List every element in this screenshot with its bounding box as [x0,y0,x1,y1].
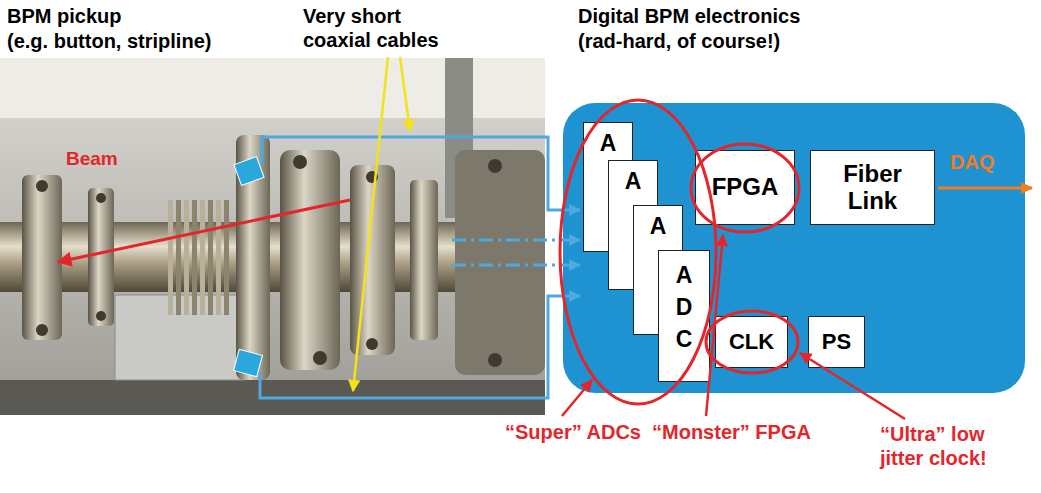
output-arrow [938,187,1032,190]
output-label: DAQ [950,150,994,174]
part-heading: BPM pickup [7,4,121,28]
bolt [488,159,502,173]
box-label: FPGA [712,174,779,200]
highlight-ellipse [706,311,798,373]
highlight-ellipse [560,100,716,404]
bolt [96,193,106,203]
box-label: Fiber Link [828,161,918,214]
bolt [36,324,48,336]
leader-line [706,235,723,416]
part-note: (e.g. button, stripline) [7,29,211,53]
bellows-ridge [192,200,197,315]
flange [410,180,438,340]
beam-label: Beam [66,148,118,171]
leader-line [562,380,592,416]
flange [280,150,340,370]
pickup-electrode [234,349,263,376]
bolt [313,351,327,365]
board-note: (rad-hard, of course!) [578,30,780,53]
callout-text: “Super” ADCs [505,420,641,444]
photo-background [0,58,545,415]
flange [455,150,545,375]
coax-cable [262,137,580,210]
bellows-ridge [200,200,205,315]
box-label: A [625,169,642,194]
bolt [293,155,307,169]
highlight-ellipse [691,144,799,232]
adc-box: A D C [658,250,710,382]
bolt [96,311,106,321]
coax-cable [260,296,580,398]
leader-line [400,57,410,131]
callout-text: Very short coaxial cables [303,4,463,52]
callout-text: “Monster” FPGA [652,420,811,444]
bolt [488,353,502,367]
bellows-ridge [216,200,221,315]
box-label: A [650,214,667,239]
bolt [36,180,48,192]
pickup-electrode [234,157,264,186]
bellows-ridge [184,200,189,315]
box-label: PS [822,330,851,354]
electronics-board: Digital BPM electronics(rad-hard, of cou… [563,103,1025,393]
fiber-link-box: Fiber Link [810,150,935,225]
flange [22,175,62,340]
leader-line [800,353,905,419]
power-supply-box: PS [808,316,865,368]
beam-arrow [58,200,350,262]
flange [88,188,114,326]
clock-box: CLK [715,316,788,368]
bellows-ridge [224,200,229,315]
bellows-ridge [168,200,173,315]
bellows-ridge [208,200,213,315]
box-label: A [600,131,617,156]
box-label: A D C [673,259,696,355]
bellows-ridge [176,200,181,315]
board-heading: Digital BPM electronics [578,5,800,28]
box-label: CLK [729,330,774,354]
leader-line [353,57,388,391]
callout-text: “Ultra” low jitter clock! [880,422,1015,470]
bolt [366,338,378,350]
